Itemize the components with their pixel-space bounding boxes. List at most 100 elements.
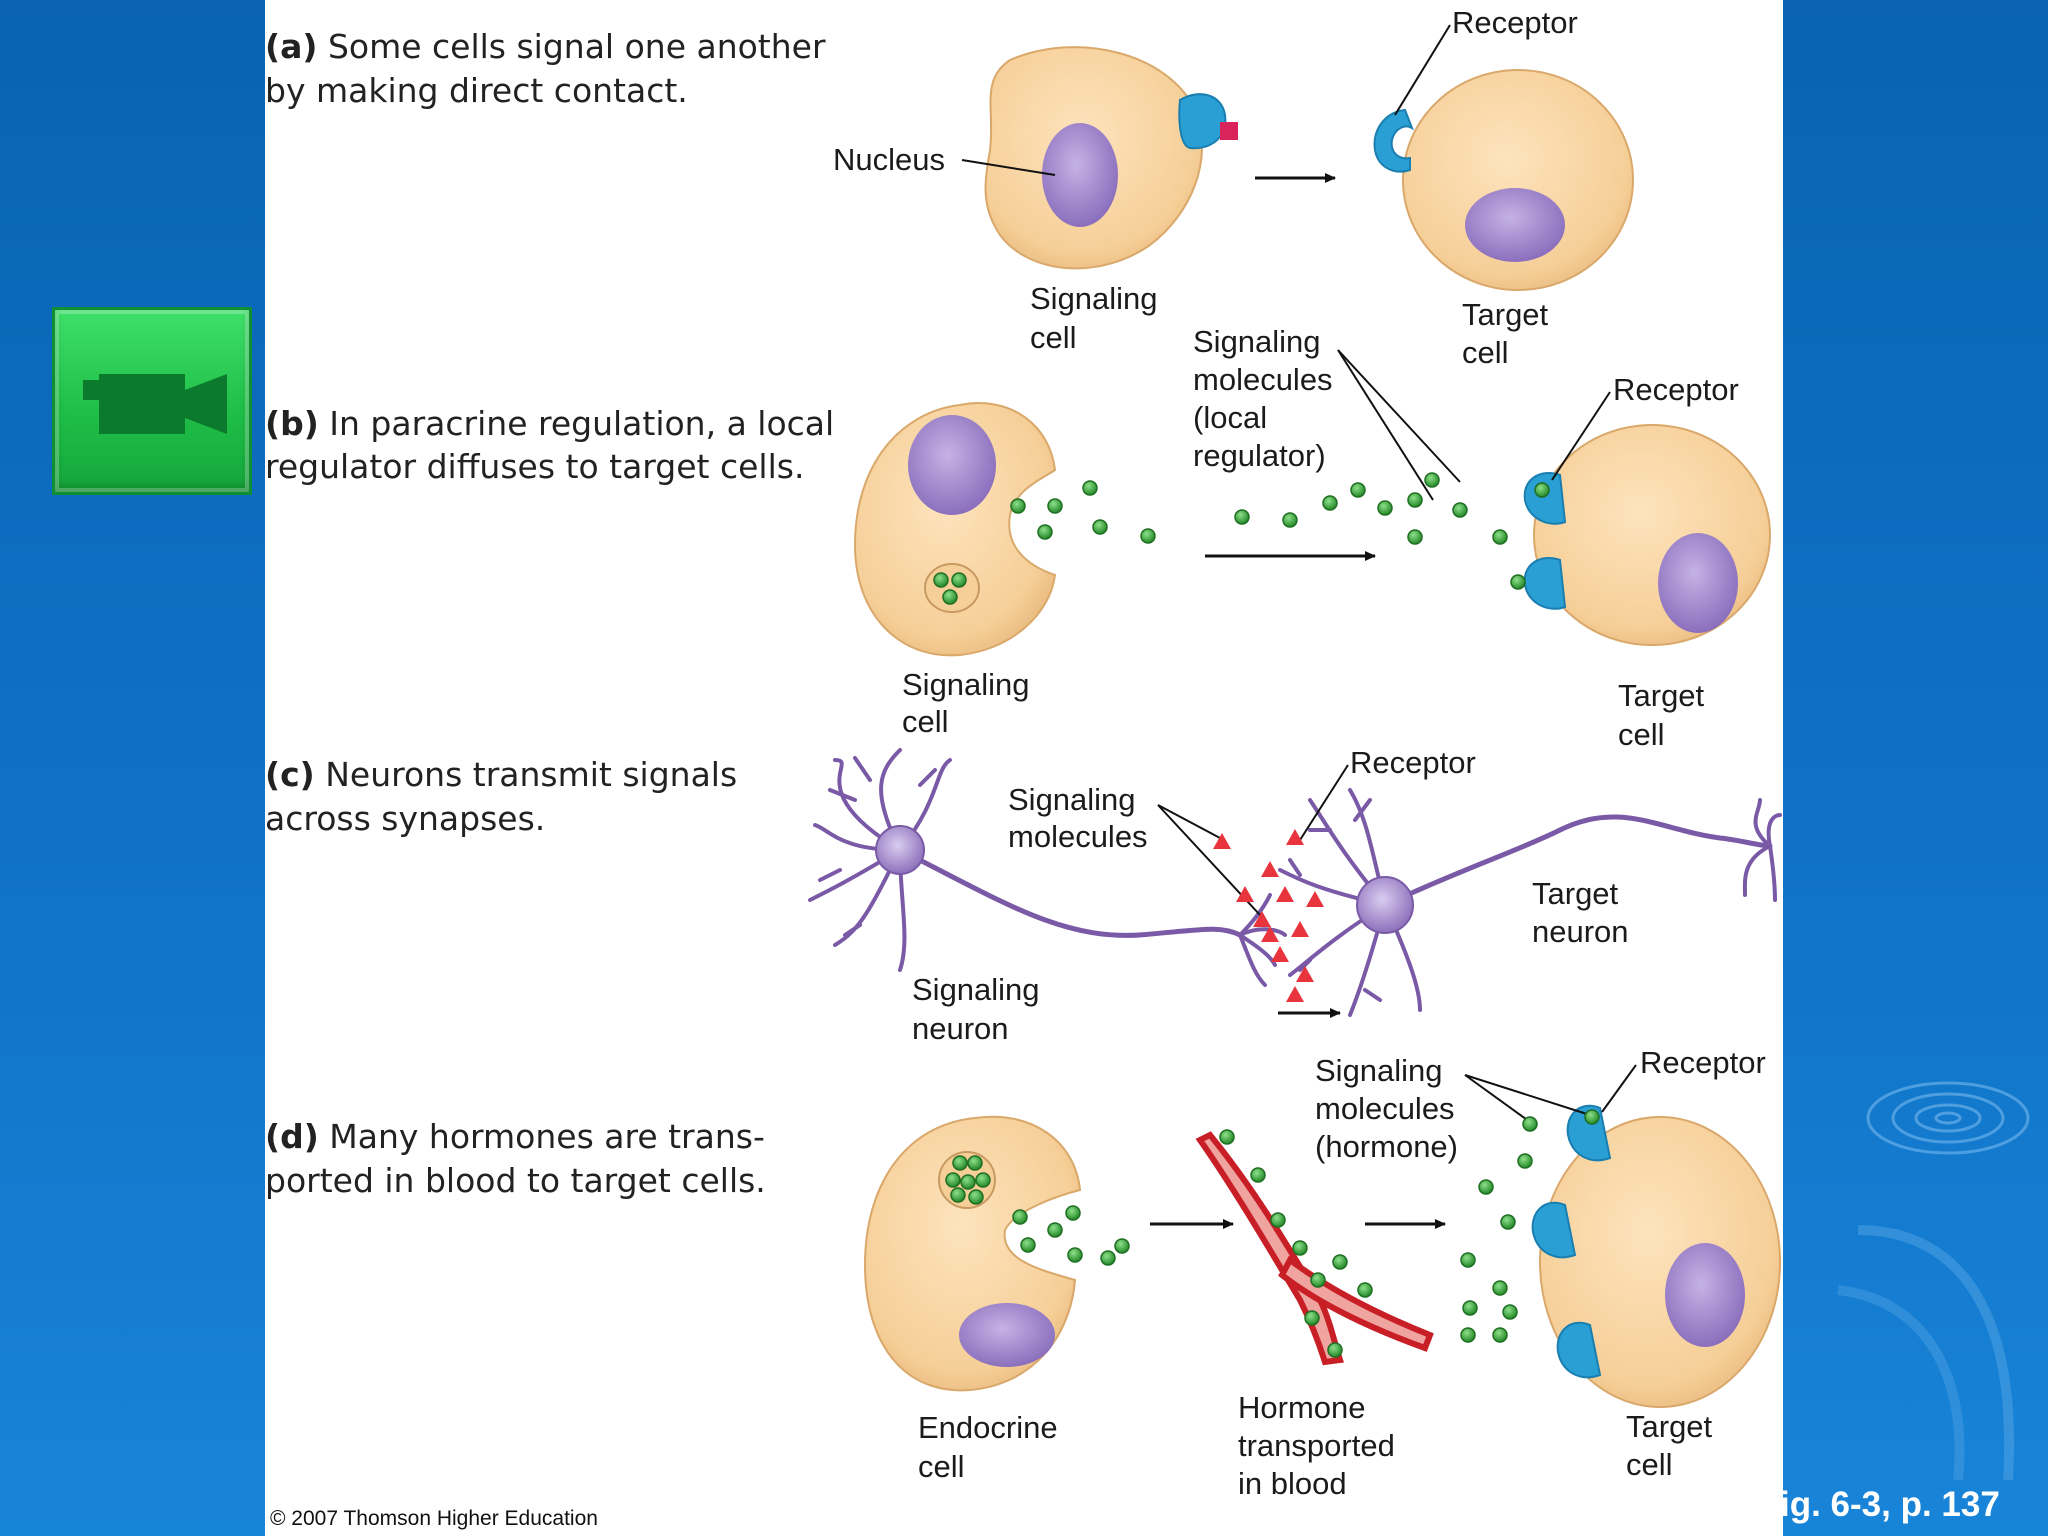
receptor-label-b: Receptor bbox=[1613, 372, 1739, 407]
receptor-d-3 bbox=[1556, 1322, 1602, 1379]
neurotransmitter-molecule bbox=[1306, 891, 1324, 907]
signal-molecule bbox=[975, 1172, 991, 1188]
signal-molecule bbox=[1092, 519, 1108, 535]
signal-molecule bbox=[1407, 529, 1423, 545]
signal-molecule bbox=[960, 1174, 976, 1190]
signaling-cell-label-b-1: Signaling bbox=[902, 667, 1030, 702]
molecules-pointer-d-2 bbox=[1464, 1074, 1591, 1116]
signal-molecule bbox=[1067, 1247, 1083, 1263]
neurotransmitter-molecule bbox=[1296, 966, 1314, 982]
signal-molecule bbox=[1234, 509, 1250, 525]
membrane-signal-tip bbox=[1220, 122, 1238, 140]
signal-molecule bbox=[1114, 1238, 1130, 1254]
signal-molecule bbox=[1332, 1254, 1348, 1270]
target-nucleus-a bbox=[1465, 188, 1565, 262]
neurotransmitter-molecule bbox=[1236, 886, 1254, 902]
neurotransmitter-molecule bbox=[1261, 861, 1279, 877]
signal-molecule bbox=[1082, 480, 1098, 496]
receptor-d-1 bbox=[1566, 1105, 1612, 1162]
target-cell-label-d-2: cell bbox=[1626, 1447, 1673, 1482]
receptor-d-2 bbox=[1531, 1202, 1577, 1259]
target-cell-label-a-1: Target bbox=[1462, 297, 1549, 332]
target-neuron-label-1: Target bbox=[1532, 876, 1619, 911]
panel-b-caption-line1: (b) In paracrine regulation, a local bbox=[265, 404, 834, 443]
signal-molecule bbox=[1219, 1129, 1235, 1145]
signal-molecule bbox=[1522, 1116, 1538, 1132]
molecules-label-c-2: molecules bbox=[1008, 819, 1148, 854]
video-play-button[interactable] bbox=[52, 307, 252, 495]
signal-molecule bbox=[967, 1155, 983, 1171]
blood-label-1: Hormone bbox=[1238, 1390, 1366, 1425]
nucleus-pointer bbox=[961, 159, 1056, 176]
signal-molecule bbox=[1010, 498, 1026, 514]
molecules-label-d-2: molecules bbox=[1315, 1091, 1455, 1126]
target-neuron-soma bbox=[1356, 876, 1414, 934]
signal-molecule bbox=[1492, 1280, 1508, 1296]
water-ripple-icon bbox=[1837, 1081, 2030, 1480]
neurotransmitter-molecule bbox=[1253, 911, 1271, 927]
blood-label-2: transported bbox=[1238, 1428, 1395, 1463]
signal-molecule bbox=[1270, 1212, 1286, 1228]
neurotransmitter-molecule bbox=[1286, 986, 1304, 1002]
signal-molecule bbox=[1424, 472, 1440, 488]
neurotransmitter-molecule bbox=[1261, 926, 1279, 942]
receptor-pointer-c bbox=[1299, 764, 1349, 841]
neurotransmitter-molecule bbox=[1213, 833, 1231, 849]
signal-molecule bbox=[952, 1155, 968, 1171]
receptor-label-a: Receptor bbox=[1452, 5, 1578, 40]
vesicle-b bbox=[924, 563, 980, 613]
signal-molecule bbox=[1407, 492, 1423, 508]
signaling-cell-label-a-1: Signaling bbox=[1030, 281, 1158, 316]
neurotransmitter-molecule bbox=[1291, 921, 1309, 937]
blood-vessel bbox=[1195, 1131, 1434, 1366]
signal-molecule bbox=[1304, 1310, 1320, 1326]
signal-molecule bbox=[1460, 1327, 1476, 1343]
signal-molecule bbox=[1492, 529, 1508, 545]
signal-molecule bbox=[1065, 1205, 1081, 1221]
signal-molecule bbox=[1492, 1327, 1508, 1343]
panel-a-caption-line1: (a) Some cells signal one another bbox=[265, 27, 826, 66]
receptor-label-c: Receptor bbox=[1350, 745, 1476, 780]
neurotransmitter-molecule bbox=[1276, 886, 1294, 902]
molecules-pointer-c-1 bbox=[1157, 804, 1221, 839]
molecules-pointer-d-1 bbox=[1464, 1074, 1531, 1123]
molecules-label-d-3: (hormone) bbox=[1315, 1129, 1458, 1164]
receptor-pointer-d bbox=[1601, 1064, 1637, 1113]
signal-molecule bbox=[1452, 502, 1468, 518]
signal-molecule bbox=[933, 572, 949, 588]
signal-molecule bbox=[1377, 500, 1393, 516]
nucleus-a bbox=[1042, 123, 1118, 227]
signal-molecule bbox=[1502, 1304, 1518, 1320]
signal-molecule bbox=[1462, 1300, 1478, 1316]
signal-molecule bbox=[1327, 1342, 1343, 1358]
signal-molecule bbox=[1282, 512, 1298, 528]
signal-molecule bbox=[951, 572, 967, 588]
molecules-pointer-b-1 bbox=[1337, 349, 1434, 501]
neurotransmitter-molecule bbox=[1271, 946, 1289, 962]
receptor-a bbox=[1373, 108, 1414, 173]
molecules-label-c-1: Signaling bbox=[1008, 782, 1136, 817]
signal-molecule bbox=[968, 1189, 984, 1205]
figure-reference: ig. 6-3, p. 137 bbox=[1780, 1485, 2000, 1524]
panel-b: (b) In paracrine regulation, a local reg… bbox=[265, 324, 1771, 752]
molecules-label-d-1: Signaling bbox=[1315, 1053, 1443, 1088]
molecules-label-b-2: molecules bbox=[1193, 362, 1333, 397]
signal-molecule bbox=[1478, 1179, 1494, 1195]
signal-molecule bbox=[1100, 1250, 1116, 1266]
signal-molecule bbox=[1322, 495, 1338, 511]
signal-molecule bbox=[1037, 524, 1053, 540]
signal-molecule bbox=[1140, 528, 1156, 544]
signaling-neuron-label-1: Signaling bbox=[912, 972, 1040, 1007]
signal-molecule bbox=[942, 589, 958, 605]
molecules-label-b-1: Signaling bbox=[1193, 324, 1321, 359]
receptor-pointer-a bbox=[1394, 24, 1451, 116]
nucleus-b bbox=[908, 415, 996, 515]
endocrine-nucleus bbox=[959, 1303, 1055, 1367]
receptor-b-1 bbox=[1523, 472, 1567, 525]
signaling-neuron-soma bbox=[875, 825, 925, 875]
endocrine-label-2: cell bbox=[918, 1449, 965, 1484]
signal-molecule bbox=[1350, 482, 1366, 498]
target-cell-b bbox=[1533, 424, 1771, 646]
panel-d-caption-line2: ported in blood to target cells. bbox=[265, 1161, 766, 1200]
signal-molecule bbox=[1250, 1167, 1266, 1183]
